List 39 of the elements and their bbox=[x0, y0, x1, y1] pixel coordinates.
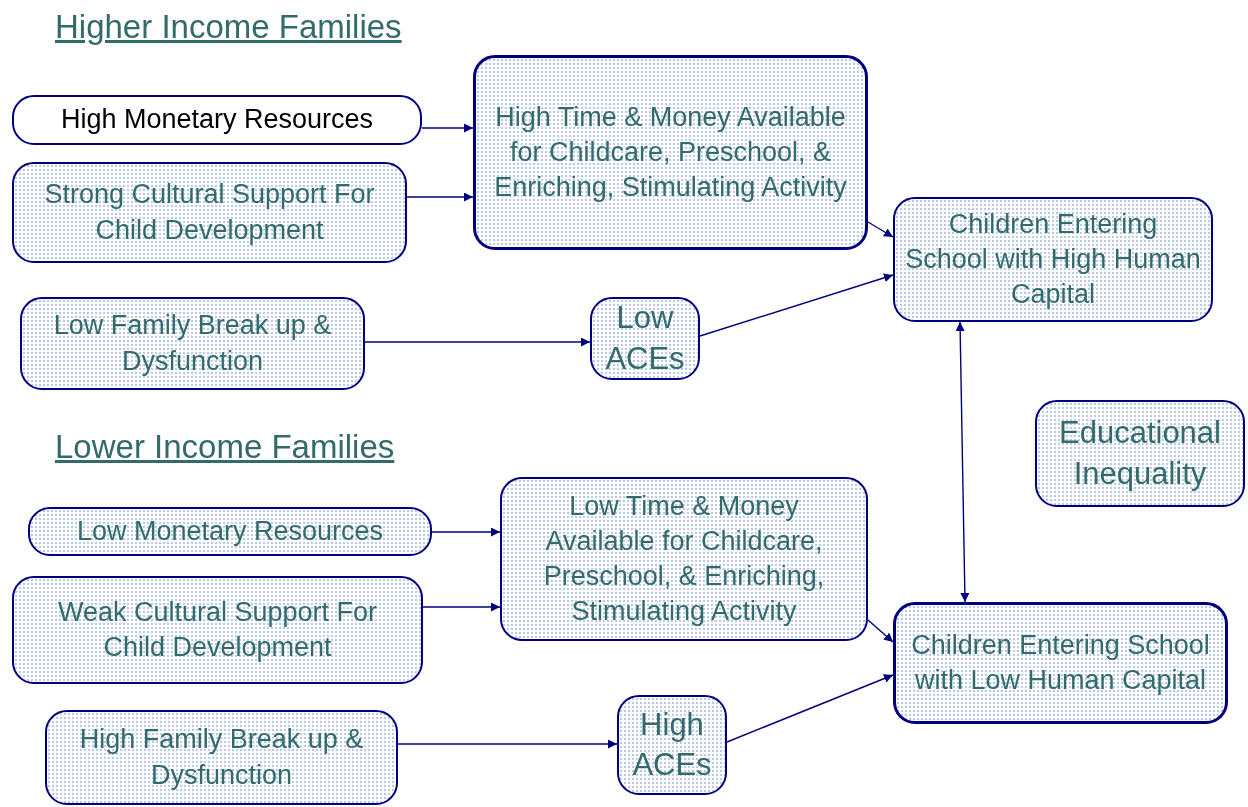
box-text: Educational Inequality bbox=[1058, 414, 1222, 493]
arrow bbox=[397, 739, 618, 749]
rounded-box bbox=[12, 95, 422, 145]
box-text: High ACEs bbox=[631, 705, 713, 784]
box-text: Children Entering School with Low Human Capital bbox=[910, 628, 1211, 697]
arrow bbox=[867, 221, 894, 238]
rounded-box bbox=[12, 162, 407, 263]
rounded-box bbox=[617, 695, 727, 795]
rounded-box bbox=[20, 297, 365, 390]
box-text: Strong Cultural Support For Child Development bbox=[43, 178, 376, 247]
arrow bbox=[726, 674, 894, 743]
rounded-box bbox=[893, 197, 1213, 322]
box-text: High Monetary Resources bbox=[60, 103, 374, 137]
arrow bbox=[364, 337, 591, 347]
box-text: Weak Cultural Support For Child Development bbox=[56, 595, 379, 664]
box-text: Children Entering School with High Human Capital bbox=[905, 207, 1201, 312]
box-text: Low Family Break up & Dysfunction bbox=[52, 309, 333, 378]
arrow bbox=[867, 619, 894, 643]
rounded-box bbox=[590, 297, 700, 380]
arrow bbox=[955, 321, 970, 603]
arrow bbox=[431, 527, 501, 537]
arrow bbox=[406, 192, 474, 202]
box-text: Low Time & Money Available for Childcare, Preschool, & Enriching, Stimulating Activity bbox=[542, 489, 826, 629]
box-text: Low Monetary Resources bbox=[76, 514, 384, 548]
rounded-box bbox=[12, 576, 423, 684]
arrow bbox=[699, 273, 894, 337]
rounded-box bbox=[500, 477, 868, 641]
box-text: High Family Break up & Dysfunction bbox=[78, 723, 365, 792]
arrow bbox=[422, 602, 501, 612]
rounded-box bbox=[28, 507, 432, 556]
box-text: High Time & Money Available for Childcare, Preschool, & Enriching, Stimulating Activity bbox=[493, 100, 848, 205]
box-text: Low ACEs bbox=[604, 299, 686, 378]
arrow bbox=[421, 123, 474, 133]
rounded-box bbox=[473, 55, 868, 250]
rounded-box bbox=[45, 710, 398, 805]
section-heading: Lower Income Families bbox=[55, 428, 395, 466]
rounded-box bbox=[893, 602, 1228, 724]
section-heading: Higher Income Families bbox=[55, 8, 402, 46]
rounded-box bbox=[1035, 400, 1245, 507]
